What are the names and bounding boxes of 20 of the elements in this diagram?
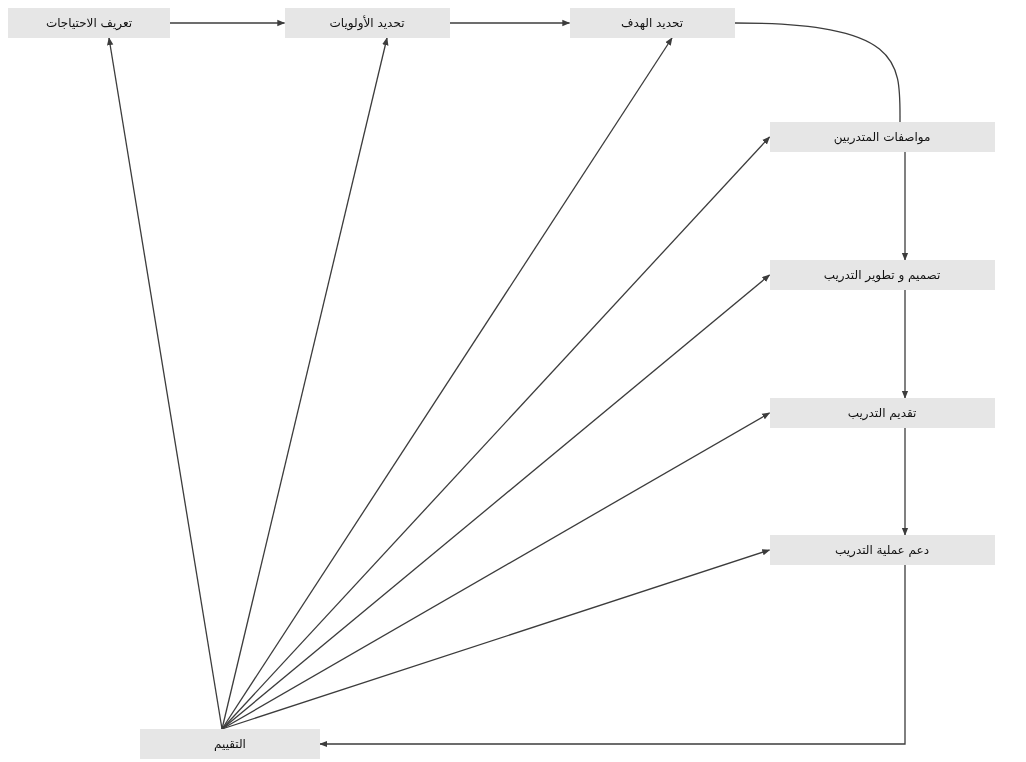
process-box: تحديد الأولويات — [284, 8, 450, 38]
arrow — [901, 151, 909, 261]
arrow — [901, 427, 909, 536]
arrow — [169, 19, 286, 27]
arrow — [107, 37, 223, 730]
connector-line — [733, 22, 901, 123]
arrow — [319, 564, 906, 748]
process-box: تعريف الاحتياجات — [8, 8, 170, 38]
arrow — [221, 136, 771, 730]
process-box: تحديد الهدف — [569, 8, 735, 38]
process-box: التقييم — [140, 729, 320, 759]
process-box: دعم عملية التدريب — [769, 535, 995, 565]
arrow — [901, 289, 909, 399]
arrow — [448, 19, 571, 27]
arrow — [221, 412, 771, 730]
arrow — [221, 37, 389, 730]
process-box: تصميم و تطوير التدريب — [769, 260, 995, 290]
process-box: مواصفات المتدربين — [769, 122, 995, 152]
arrow — [221, 549, 771, 730]
process-box: تقديم التدريب — [769, 398, 995, 428]
